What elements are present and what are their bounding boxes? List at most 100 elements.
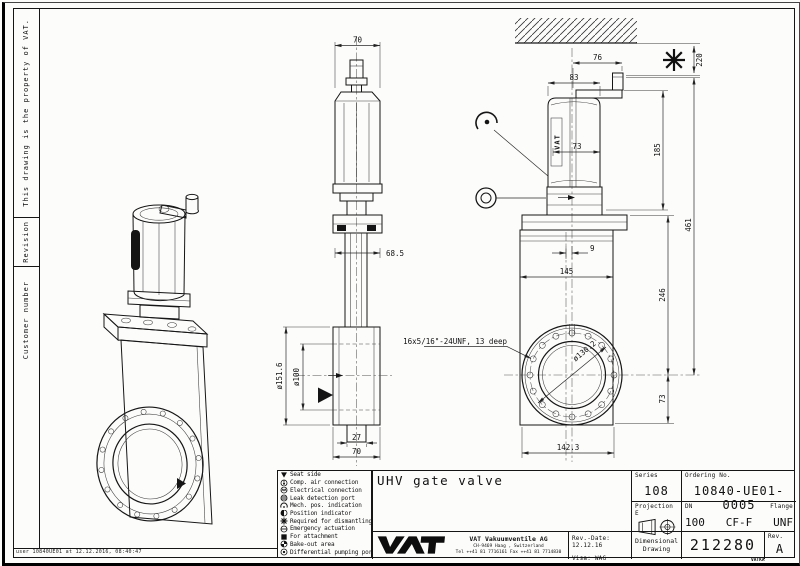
view-side: 70 68.5 ø151.6 ø100 27 — [275, 36, 404, 466]
dim-side-width-bottom: 70 — [352, 447, 362, 456]
legend-label: Required for dismantling — [290, 517, 371, 525]
dim-actuator-width: 83 — [569, 73, 578, 82]
revision-cell: Revision — [13, 218, 39, 267]
company-cell: VAT Vakuumventile AG CH-9469 Haag , Swit… — [372, 531, 568, 559]
company-phone: Tel ++41 81 7716161 Fax ++41 81 7714830 — [455, 550, 562, 556]
seat-side-marker — [318, 387, 333, 403]
property-note-cell: This drawing is the property of VAT. — [13, 8, 39, 218]
visa: Visa: WAG — [572, 555, 607, 562]
doc-number: 212280 — [689, 536, 757, 555]
legend-label: Leak detection port — [290, 494, 355, 502]
doc-type-line2: Drawing — [642, 545, 671, 554]
series-value: 108 — [644, 484, 669, 498]
plot-stamp: VATKA — [751, 558, 765, 563]
legend-item: Seat side — [278, 471, 371, 479]
dim-body-width: 145 — [560, 267, 574, 276]
projection-label: Projection E — [635, 503, 674, 517]
series-label: Series — [635, 472, 658, 479]
flange-label: Flange — [770, 503, 793, 510]
view-front: VAT — [403, 18, 704, 462]
ceiling-hatch — [515, 18, 637, 43]
mech-pos-indicator-symbol — [475, 111, 549, 177]
doc-type-cell: Dimensional Drawing — [631, 531, 681, 559]
legend-label: Electrical connection — [290, 486, 362, 494]
differential-pumping-icon — [280, 548, 290, 556]
legend-label: Position indicator — [290, 509, 352, 517]
flange-type: CF-F — [725, 516, 753, 529]
legend-label: Seat side — [290, 471, 321, 479]
title-block: Seat side Comp. air connection Electrica… — [277, 470, 796, 562]
legend-label: Bake-out area — [290, 540, 335, 548]
position-indicator-icon — [280, 510, 290, 518]
dim-body-height: 246 — [658, 288, 667, 302]
sidebar: This drawing is the property of VAT. Rev… — [13, 8, 40, 548]
legend-item: Differential pumping port — [278, 548, 371, 556]
dim-total-height: 461 — [684, 218, 693, 232]
iso-seat-side-marker — [177, 478, 186, 489]
thread-note: 16x5/16"-24UNF, 13 deep — [403, 337, 507, 346]
dim-side-width-top: 70 — [353, 36, 363, 45]
legend-label: Emergency actuation — [290, 525, 355, 533]
legend-item: Mech. pos. indication — [278, 502, 371, 510]
leak-detection-icon — [280, 494, 290, 502]
legend-item: Electrical connection — [278, 486, 371, 494]
mech-pos-icon — [280, 502, 290, 510]
emergency-actuation-icon — [280, 525, 290, 533]
view-isometric — [96, 193, 213, 525]
dim-actuator-inner: 73 — [572, 142, 581, 151]
dim-offset: 9 — [590, 244, 595, 253]
dim-blade-width: 27 — [352, 433, 361, 442]
company-address: CH-9469 Haag , Switzerland — [473, 544, 544, 550]
plate-bolt-holes — [121, 317, 197, 332]
dn-flange-cell: DN Flange 100 CF-F UNF — [681, 501, 796, 531]
rev-value: A — [775, 542, 785, 556]
legend-item: For attachment — [278, 533, 371, 541]
seat-side-icon — [280, 471, 290, 479]
legend-item: Leak detection port — [278, 494, 371, 502]
legend-item: Position indicator — [278, 510, 371, 518]
doc-type-line1: Dimensional — [634, 537, 679, 546]
rev-cell: Rev. A — [764, 531, 795, 559]
dn-label: DN — [685, 503, 693, 510]
dismantling-asterisk — [663, 49, 685, 71]
rev-date: Rev.-Date: 12.12.16 — [572, 535, 611, 549]
projection-symbol-icon — [638, 518, 675, 536]
ordering-cell: Ordering No. 10840-UE01-0005 — [681, 471, 796, 512]
dim-dismantling-space: 220 — [695, 53, 704, 67]
dismantling-icon — [280, 517, 290, 525]
port-symbol — [475, 187, 546, 209]
dim-body-width-bottom: 142.3 — [557, 443, 580, 452]
dim-bore: ø100 — [292, 367, 301, 386]
flange-thread: UNF — [773, 516, 793, 529]
legend-item: Comp. air connection — [278, 479, 371, 487]
dn-value: 100 — [685, 516, 705, 529]
dim-flange-od: ø151.6 — [275, 362, 284, 390]
projection-cell: Projection E — [631, 501, 681, 536]
rev-date-cell: Rev.-Date: 12.12.16 Visa: WAG — [568, 531, 631, 562]
dim-handle-offset: 76 — [593, 53, 603, 62]
iso-flange — [96, 406, 204, 522]
actuator-vat-logo: VAT — [554, 134, 562, 150]
comp-air-icon — [280, 479, 290, 487]
legend-item: Bake-out area — [278, 540, 371, 548]
iso-bolt-holes — [98, 409, 202, 519]
drawing-title: UHV gate valve — [377, 473, 504, 488]
rev-label: Rev. — [768, 533, 784, 540]
bake-out-icon — [280, 540, 290, 548]
legend: Seat side Comp. air connection Electrica… — [278, 471, 372, 557]
series-cell: Series 108 — [631, 471, 681, 501]
vat-logo — [377, 536, 445, 554]
legend-item: Emergency actuation — [278, 525, 371, 533]
dim-actuator-height: 185 — [653, 143, 662, 157]
legend-item: Required for dismantling — [278, 517, 371, 525]
legend-label: For attachment — [290, 533, 338, 541]
drawing-title-cell: UHV gate valve — [372, 471, 631, 531]
dim-side-depth: 68.5 — [386, 249, 404, 258]
vat-logo-label — [131, 230, 140, 270]
legend-label: Differential pumping port — [290, 548, 371, 556]
electrical-icon — [280, 486, 290, 494]
dim-flange-center-height: 73 — [658, 394, 667, 403]
doc-number-cell: 212280 — [681, 531, 764, 559]
